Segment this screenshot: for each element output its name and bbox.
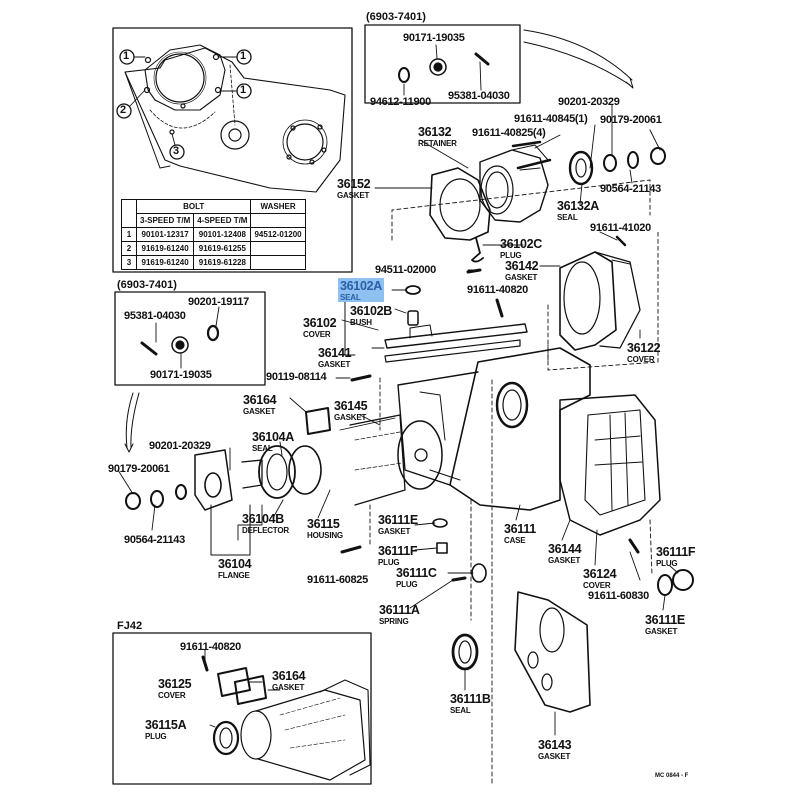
part-label-94511-02000[interactable]: 94511-02000 bbox=[375, 264, 436, 276]
part-label-91611-60830[interactable]: 91611-60830 bbox=[588, 590, 649, 602]
part-label-91611-40820[interactable]: 91611-40820 bbox=[467, 284, 528, 296]
leader-lines bbox=[117, 104, 679, 736]
inset-top-title: (6903-7401) bbox=[366, 11, 426, 23]
part-label[interactable]: 90171-19035 bbox=[150, 369, 212, 381]
inset-fj42-box bbox=[112, 632, 372, 785]
part-label-91611-40825[interactable]: 91611-40825(4) bbox=[472, 127, 546, 139]
inset-left-title: (6903-7401) bbox=[117, 279, 177, 291]
callout-1a-label: 1 bbox=[123, 50, 130, 62]
part-label-91611-41020[interactable]: 91611-41020 bbox=[590, 222, 651, 234]
part-label-90201-20329[interactable]: 90201-20329 bbox=[558, 96, 620, 108]
part-label[interactable]: 90201-19117 bbox=[188, 296, 249, 308]
part-label-90179-20061[interactable]: 90179-20061 bbox=[600, 114, 662, 126]
diagram-code: MC 0844 - F bbox=[655, 773, 689, 779]
inset-fj42-title: FJ42 bbox=[117, 620, 143, 632]
part-label-90564-21143[interactable]: 90564-21143 bbox=[600, 183, 661, 195]
bolt-header: BOLT bbox=[135, 199, 252, 214]
part-label-90201-20329-b[interactable]: 90201-20329 bbox=[149, 440, 211, 452]
bolt-table: BOLT WASHER 3-SPEED T/M 4-SPEED T/M 1 90… bbox=[121, 199, 306, 270]
callout-2 bbox=[116, 103, 132, 119]
table-row: 3 91619-61240 91619-61228 bbox=[121, 255, 306, 270]
inset-bolt-box bbox=[112, 27, 353, 273]
callout-2-label: 2 bbox=[120, 104, 127, 116]
callout-1c-label: 1 bbox=[240, 84, 247, 96]
part-label[interactable]: 95381-04030 bbox=[448, 90, 510, 102]
washer-header: WASHER bbox=[250, 199, 306, 214]
callout-3 bbox=[169, 144, 185, 160]
part-label[interactable]: 95381-04030 bbox=[124, 310, 186, 322]
part-label[interactable]: 94612-11900 bbox=[370, 96, 431, 108]
part-label-91611-60825[interactable]: 91611-60825 bbox=[307, 574, 368, 586]
part-label-91611-40845[interactable]: 91611-40845(1) bbox=[514, 113, 588, 125]
part-label[interactable]: 91611-40820 bbox=[180, 641, 241, 653]
inset-left-box bbox=[114, 291, 266, 453]
part-label-90119-08114[interactable]: 90119-08114 bbox=[266, 371, 327, 383]
part-label[interactable]: 90171-19035 bbox=[403, 32, 465, 44]
part-label-90179-20061-b[interactable]: 90179-20061 bbox=[108, 463, 170, 475]
inset-top-box bbox=[364, 24, 634, 104]
part-label-90564-21143-b[interactable]: 90564-21143 bbox=[124, 534, 185, 546]
retainer-group bbox=[391, 140, 666, 241]
table-row: 2 91619-61240 91619-61255 bbox=[121, 241, 306, 256]
col-4speed: 4-SPEED T/M bbox=[193, 213, 252, 228]
callout-3-label: 3 bbox=[173, 145, 180, 157]
top-cover-group bbox=[384, 229, 659, 371]
callout-1b-label: 1 bbox=[240, 50, 247, 62]
table-row: 1 90101-12317 90101-12408 94512-01200 bbox=[121, 227, 306, 242]
col-3speed: 3-SPEED T/M bbox=[135, 213, 195, 228]
